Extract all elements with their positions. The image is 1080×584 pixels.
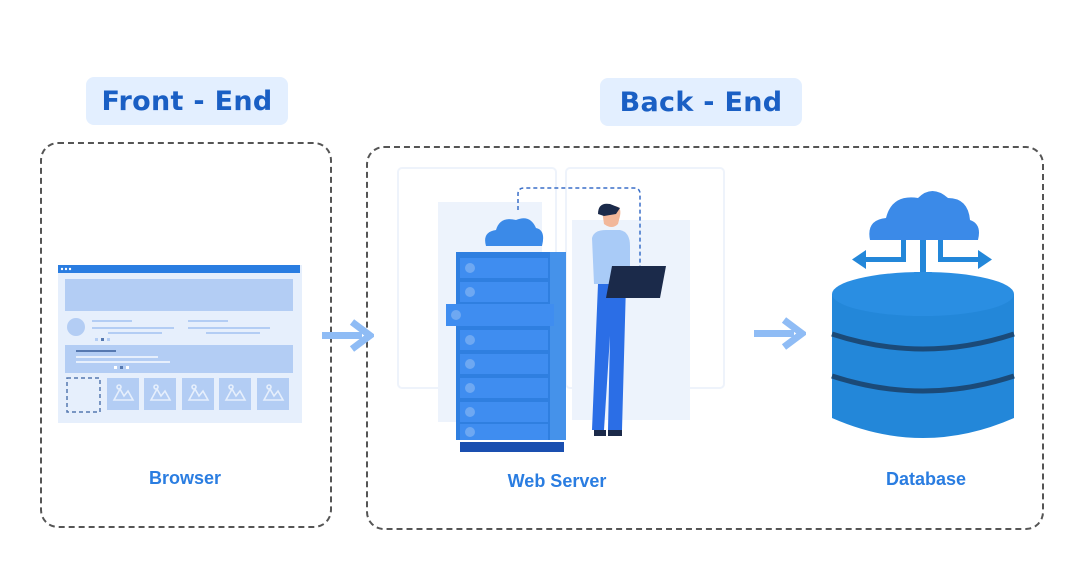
image-placeholder-dashed	[66, 377, 101, 413]
browser-titlebar	[58, 265, 300, 273]
database-illustration	[831, 191, 1015, 438]
frontend-title-text: Front - End	[101, 85, 273, 117]
arrow-right-icon-2	[754, 317, 806, 350]
backend-title-text: Back - End	[619, 86, 783, 118]
browser-label: Browser	[148, 468, 222, 488]
cloud-icon	[485, 218, 544, 246]
browser-illustration	[58, 265, 302, 423]
backend-title: Back - End	[600, 78, 802, 126]
cloud-icon-db	[869, 191, 979, 240]
server-units	[446, 258, 554, 440]
arrow-right-icon	[322, 319, 374, 352]
web-server-label: Web Server	[507, 471, 607, 491]
web-server-illustration	[397, 167, 725, 452]
frontend-title: Front - End	[86, 77, 288, 125]
database-label: Database	[885, 469, 967, 489]
